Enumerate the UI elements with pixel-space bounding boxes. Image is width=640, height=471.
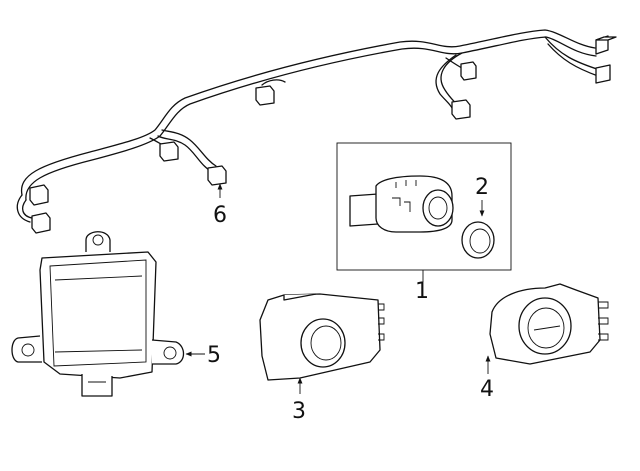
sensor-bracket-3 <box>259 293 385 381</box>
harness-connector <box>460 61 477 81</box>
harness-connector <box>207 165 227 186</box>
harness-connector <box>595 64 611 84</box>
harness-connector <box>255 85 275 106</box>
callout-4: 4 <box>480 377 494 402</box>
sensor-kit-box <box>336 142 512 271</box>
harness-connector <box>29 184 49 206</box>
control-module <box>11 231 185 397</box>
harness-connector <box>451 99 471 120</box>
harness-connector <box>159 141 179 162</box>
wire-harness <box>16 29 617 234</box>
parking-sensor <box>349 175 454 233</box>
callout-3: 3 <box>292 399 306 424</box>
sensor-bracket-4 <box>489 283 609 365</box>
callout-6: 6 <box>213 203 227 228</box>
harness-connector <box>31 212 51 234</box>
callout-5: 5 <box>207 343 221 368</box>
callout-1: 1 <box>415 279 429 304</box>
sensor-grommet <box>461 221 495 259</box>
callout-2: 2 <box>475 175 489 200</box>
harness-connector <box>595 35 617 55</box>
